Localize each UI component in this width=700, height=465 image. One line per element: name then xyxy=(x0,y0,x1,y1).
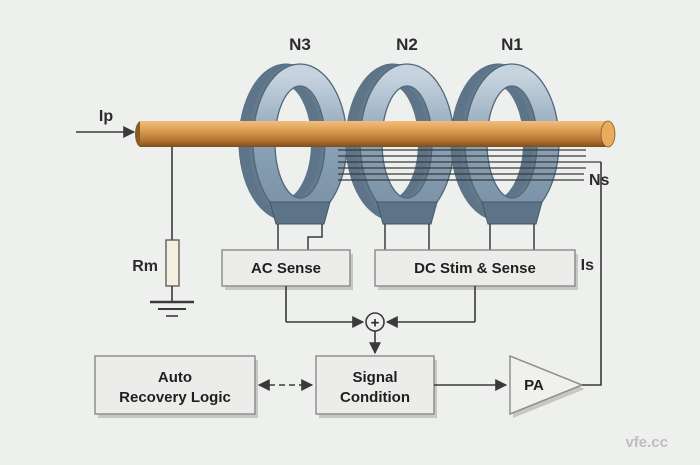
dc-stim-sense-box: DC Stim & Sense xyxy=(374,249,578,290)
dc-stim-sense-label: DC Stim & Sense xyxy=(414,260,536,277)
is-feedback-line xyxy=(582,162,602,386)
ground-symbol xyxy=(150,300,194,317)
auto-recovery-label-line1: Auto xyxy=(158,369,192,386)
core-lead-wires xyxy=(277,224,535,250)
winding-block-n1 xyxy=(481,201,543,225)
secondary-winding-wires xyxy=(338,149,601,181)
ac-sense-label: AC Sense xyxy=(251,260,321,277)
label-is: Is xyxy=(581,257,594,274)
sum-plus-symbol: + xyxy=(371,315,380,332)
label-n1: N1 xyxy=(501,35,523,54)
label-ip: Ip xyxy=(99,108,113,125)
winding-block-n2 xyxy=(376,201,438,225)
label-n3: N3 xyxy=(289,35,311,54)
label-ns: Ns xyxy=(589,172,610,189)
primary-conductor-rod xyxy=(135,120,616,148)
summing-junction: + xyxy=(285,286,476,355)
signal-condition-label-line1: Signal xyxy=(352,369,397,386)
auto-recovery-logic-box: Auto Recovery Logic xyxy=(94,355,258,418)
label-rm: Rm xyxy=(132,258,158,275)
winding-block-n3 xyxy=(269,201,331,225)
rod-right-cap xyxy=(600,120,616,148)
pa-amplifier-triangle: PA xyxy=(509,354,585,418)
auto-recovery-label-line2: Recovery Logic xyxy=(119,389,231,406)
watermark: vfe.cc xyxy=(625,434,668,451)
label-n2: N2 xyxy=(396,35,418,54)
rod-body xyxy=(140,121,608,147)
ac-sense-box: AC Sense xyxy=(221,249,353,290)
rm-resistor xyxy=(165,239,180,287)
pa-label: PA xyxy=(524,377,544,394)
signal-condition-label-line2: Condition xyxy=(340,389,410,406)
signal-condition-box: Signal Condition xyxy=(315,355,437,418)
